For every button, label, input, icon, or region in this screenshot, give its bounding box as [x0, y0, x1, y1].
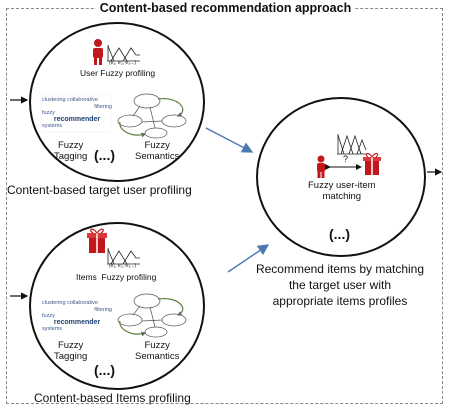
- ellipsis-user: (...): [94, 147, 115, 163]
- user-profiling-circle: [29, 22, 205, 182]
- fuzzy-set-chart-icon-user: [107, 45, 140, 62]
- fuzzy-set-chart-icon-items: [107, 248, 140, 265]
- fuzzy-semantics-label-user: Fuzzy Semantics: [135, 140, 180, 162]
- diagram-title: Content-based recommendation approach: [0, 1, 451, 15]
- semantic-network-user: [117, 93, 187, 139]
- ellipsis-matching: (...): [329, 226, 350, 242]
- items-profiling-caption: Content-based Items profiling: [34, 391, 191, 405]
- matching-circle: [256, 97, 426, 257]
- fuzzy-set-labels-user: (e₁, e₂, e₃...): [109, 60, 137, 66]
- fuzzy-set-labels-items: (e₁, e₂, e₃...): [109, 263, 137, 269]
- matching-question-mark: ?: [343, 154, 349, 164]
- fuzzy-tagging-label-items: Fuzzy Tagging: [54, 340, 88, 362]
- items-to-matching-arrow: [227, 244, 270, 273]
- ellipsis-items: (...): [94, 362, 115, 378]
- gift-icon-matching: [363, 153, 381, 175]
- fuzzy-tagging-label-user: Fuzzy Tagging: [54, 140, 88, 162]
- matching-caption: Recommend items by matching the target u…: [255, 262, 425, 308]
- person-icon-user: [93, 39, 103, 65]
- tag-cloud-box-user: [40, 95, 112, 133]
- semantic-network-items: [117, 293, 187, 338]
- user-fuzzy-profiling-label: User Fuzzy profiling: [80, 68, 156, 78]
- gift-icon-items: [87, 228, 107, 253]
- user-profiling-caption: Content-based target user profiling: [7, 183, 192, 197]
- items-profiling-circle: [29, 222, 205, 390]
- user-to-matching-arrow: [205, 127, 254, 153]
- fuzzy-semantics-label-items: Fuzzy Semantics: [135, 340, 180, 362]
- tag-cloud-user: clustering collaborative filtering fuzzy…: [42, 97, 112, 129]
- person-icon-matching: [317, 155, 325, 178]
- tag-cloud-items: clustering collaborative filtering fuzzy…: [42, 300, 112, 332]
- fuzzy-user-item-matching-label: Fuzzy user-item matching: [308, 180, 376, 202]
- fuzzy-set-chart-icon-matching: [337, 134, 367, 155]
- items-fuzzy-profiling-label: Items Fuzzy profiling: [76, 272, 157, 282]
